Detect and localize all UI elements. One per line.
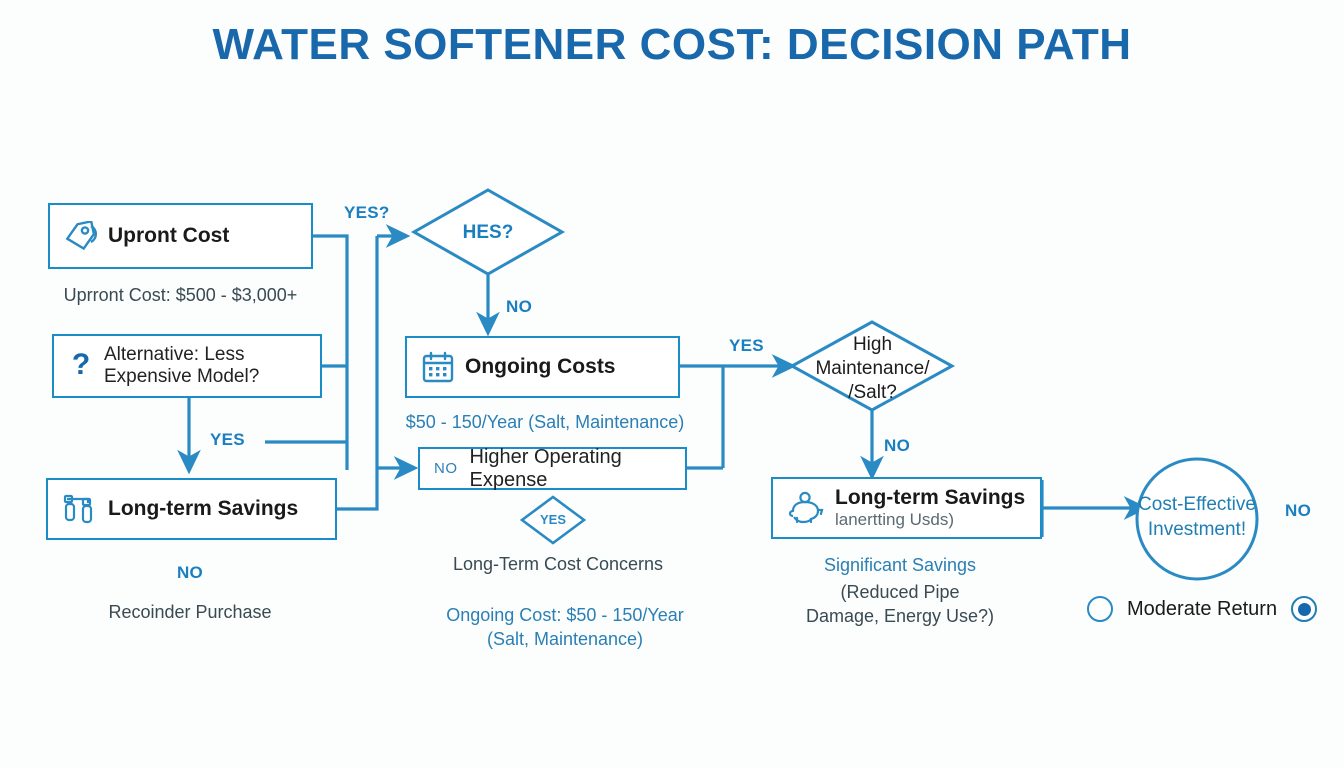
- node-label-group: Long-term Savings lanertting Usds): [835, 486, 1025, 530]
- yes-mini-diamond-label: YES: [539, 512, 566, 527]
- label-line-2: Maintenance/: [815, 357, 930, 379]
- hes-decision-label: HES?: [462, 222, 514, 243]
- outcome-label: Cost-Effective Investment!: [1137, 493, 1257, 542]
- node-upfront-cost[interactable]: Upront Cost: [48, 203, 313, 269]
- question-mark-icon: ?: [72, 349, 90, 381]
- legend-label: Moderate Return: [1127, 597, 1278, 620]
- ongoing-cost-caption-2: Ongoing Cost: $50 - 150/Year (Salt, Main…: [400, 603, 730, 652]
- node-prefix: NO: [434, 460, 458, 477]
- node-label: Upront Cost: [108, 223, 230, 247]
- node-label: Higher Operating Expense: [469, 445, 622, 491]
- caption-line-1: (Reduced Pipe: [840, 582, 960, 602]
- label-line-1: High: [852, 334, 893, 355]
- edge-label-outcome-no: NO: [1285, 501, 1312, 520]
- label-line-2: Investment!: [1147, 518, 1247, 540]
- node-label: Long-term Savings: [835, 485, 1026, 509]
- long-term-savings-left-caption: Recoinder Purchase: [108, 602, 272, 622]
- reduced-pipe-damage-caption: (Reduced Pipe Damage, Energy Use?): [760, 580, 1040, 629]
- legend: Moderate Return: [1087, 596, 1318, 622]
- svg-text:?: ?: [72, 349, 90, 381]
- label-line-2: Expensive Model?: [104, 366, 260, 387]
- high-maintenance-label: High Maintenance/ /Salt?: [800, 333, 945, 404]
- caption-line-1: Ongoing Cost: $50 - 150/Year: [446, 605, 684, 625]
- edge-label-hes-no: NO: [506, 297, 533, 316]
- edge-label-upfront-yes: YES?: [344, 203, 390, 222]
- node-higher-operating-expense[interactable]: NO Higher Operating Expense: [418, 445, 687, 491]
- water-filter-icon: [63, 494, 93, 524]
- label-line-3: /Salt?: [848, 381, 897, 403]
- long-term-cost-concerns-caption: Long-Term Cost Concerns: [452, 554, 664, 574]
- edge-label-high-maintenance-yes: YES: [729, 336, 764, 355]
- moderate-return-empty-circle[interactable]: [1087, 596, 1113, 622]
- node-sublabel: lanertting Usds): [835, 510, 955, 530]
- calendar-icon: [422, 351, 454, 383]
- edge-label-alternative-yes: YES: [210, 430, 245, 449]
- node-label: Alternative: Less Expensive Model?: [104, 344, 259, 388]
- node-long-term-savings-left[interactable]: Long-term Savings: [46, 478, 337, 540]
- page-title: WATER SOFTENER COST: DECISION PATH: [212, 20, 1132, 69]
- ongoing-costs-caption: $50 - 150/Year (Salt, Maintenance): [405, 412, 685, 432]
- selected-radio[interactable]: [1291, 596, 1318, 622]
- label-line-1: Alternative: Less: [104, 344, 245, 366]
- upfront-cost-caption: Uprront Cost: $500 - $3,000+: [63, 285, 298, 305]
- node-label: Ongoing Costs: [465, 354, 616, 378]
- caption-line-2: Damage, Energy Use?): [805, 606, 995, 627]
- piggy-bank-icon: [788, 491, 824, 524]
- edge-label-long-term-savings-no: NO: [176, 563, 204, 582]
- node-alternative-model[interactable]: ? Alternative: Less Expensive Model?: [52, 334, 322, 398]
- edge-label-high-maintenance-no: NO: [884, 436, 911, 455]
- node-long-term-savings-right[interactable]: Long-term Savings lanertting Usds): [771, 477, 1042, 539]
- label-line-1: Cost-Effective: [1138, 494, 1256, 515]
- significant-savings-caption: Significant Savings: [823, 555, 977, 575]
- node-label: Long-term Savings: [108, 496, 299, 520]
- price-tag-icon: [65, 221, 98, 251]
- node-ongoing-costs[interactable]: Ongoing Costs: [405, 336, 680, 398]
- caption-line-2: (Salt, Maintenance): [486, 629, 644, 650]
